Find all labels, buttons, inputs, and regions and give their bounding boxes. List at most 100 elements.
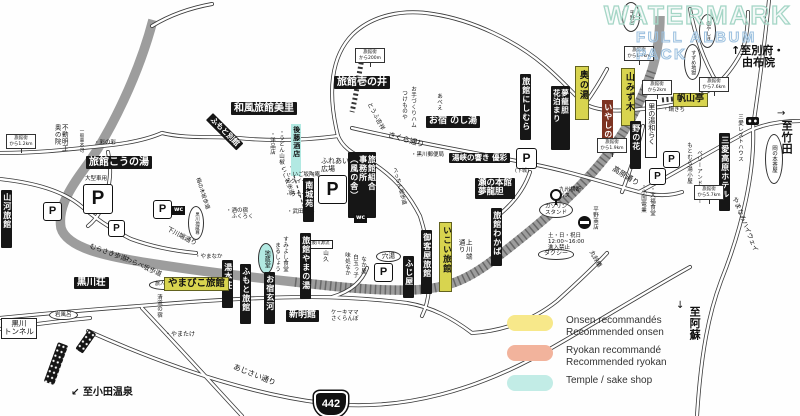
shop-nakaya: なか屋 xyxy=(360,256,367,274)
oval-iwaburo: 岩風呂 xyxy=(49,310,78,321)
shop-yamakyu: 山久 xyxy=(322,250,329,262)
label-ikoi-ryokan: いこい旅館 xyxy=(439,222,453,292)
parking-w1: P xyxy=(43,202,62,221)
note-ippansha-fuka: 一般車不可 xyxy=(78,128,84,153)
street-sakura-dori: さくら通り xyxy=(386,130,426,150)
label-sanga-ryokan: 山河旅館 xyxy=(1,190,12,248)
poi-kurokawa-jizoson: 黒川地蔵尊 xyxy=(188,206,204,240)
shop-yohinten: ・洋品店 xyxy=(269,131,276,155)
shop-takeda-riyo: ・武田理容 xyxy=(287,209,315,215)
parking-w2: P xyxy=(108,220,125,237)
shop-sakenoyado-fukuroku: ・酒の宿 ふくろく xyxy=(226,208,254,221)
map-legend: Onsen recommandés Recommended onsen Ryok… xyxy=(507,315,667,398)
label-okyakuya: 御客屋旅館 xyxy=(421,230,432,294)
shop-hirano-shoten: 平野商店 xyxy=(592,206,599,230)
label-konoyu: 旅館こうの湯 xyxy=(86,156,152,169)
watermark-line1: WATERMARK xyxy=(603,0,792,31)
label-okunoyu: 奥の湯 xyxy=(575,66,589,120)
shop-shiratamakko: 白玉っ子 xyxy=(352,254,359,278)
label-oyado-genka: お宿玄河 xyxy=(264,272,275,324)
poi-ayanoaya: ・彩の彩 xyxy=(94,140,117,146)
legend-swatch-ryokan xyxy=(507,345,553,361)
dir-beppu-yufuin: ↑至別府・ 由布院 xyxy=(731,44,785,70)
stone-steps-1 xyxy=(349,57,365,113)
shop-marusho: まるしょう xyxy=(274,242,281,272)
river-rapids-hatch xyxy=(294,68,657,295)
label-iyashinosato: いやしの里 xyxy=(602,100,613,152)
sign-2km: 旅館街から2km xyxy=(642,80,672,100)
label-yamanoyu: 旅館やまの湯 xyxy=(300,233,311,299)
label-fujiya: ふじ屋 xyxy=(403,256,414,298)
parking-ogata: P xyxy=(83,184,113,214)
legend-ryokan-fr: Ryokan recommandé xyxy=(566,345,662,356)
shop-nabekichi: ・鍋きち xyxy=(663,107,686,113)
label-fumoto-bekkan: ふもと別館 xyxy=(205,113,244,151)
legend-onsen-fr: Onsen recommandés xyxy=(566,315,662,326)
shop-cake-mama-sakuranbo: ケーキママさくらんぼ xyxy=(331,310,359,323)
shop-otezukuri-ham: お手づくりハム xyxy=(410,86,417,128)
shop-udon-sansho: ・うどん山椒 xyxy=(278,129,285,165)
legend-row-onsen: Onsen recommandés Recommended onsen xyxy=(507,315,667,338)
shop-motomura-yugoya: もとむら湯小屋 xyxy=(686,142,693,184)
shop-queen: ・クイーン xyxy=(285,179,313,185)
label-kurokawaso: 黒川荘 xyxy=(74,277,109,290)
icon-bus-stop xyxy=(550,189,562,205)
street-yamanami-highway: やまなみハイウェイ xyxy=(730,195,760,253)
oval-kiyashiki: 樹やしき xyxy=(699,14,716,48)
oval-okanomoto-chaya: 岡の本茶屋 xyxy=(765,134,783,184)
poi-taxi: タクシー xyxy=(538,249,575,260)
parking-anayu: P xyxy=(374,263,393,282)
dir-taketa: 至竹田 xyxy=(780,120,794,155)
label-hozantei: 帆山亭 xyxy=(673,93,709,107)
parking-ne-1: P xyxy=(663,151,680,168)
label-yusai: 湯峡の響き 優彩 xyxy=(449,153,511,164)
watermark-line2: FULL ALBUM PACK xyxy=(636,29,757,64)
label-satonoyu-waraku: 里の湯和らく xyxy=(645,100,657,158)
poi-jizodo: 地蔵堂 xyxy=(258,243,274,274)
shop-yamanaka: ・やまなか xyxy=(195,254,223,260)
legend-row-temple: Temple / sake shop xyxy=(507,375,667,391)
poi-wc-kazenoya: wc xyxy=(354,214,368,223)
dir-aso: 至阿蘇 xyxy=(688,306,702,341)
poi-wc-west: wc xyxy=(172,206,186,215)
label-yamabiko-ryokan: やまびこ旅館 xyxy=(164,277,230,292)
icon-tunnel-1 xyxy=(43,342,69,386)
sign-1-9km: 旅館街から1.9km xyxy=(597,138,627,158)
poi-marusuzu-bashi: 丸鈴橋 xyxy=(587,249,603,269)
shop-abee: あべえ xyxy=(436,93,443,111)
shop-berry-and-berry: ベリーアンドベリー xyxy=(696,150,703,204)
label-nanjoen: 南城苑 xyxy=(303,178,314,222)
shop-sumiyoshi-shokudo: すみよし食堂 xyxy=(282,236,289,272)
sign-1-2km: 旅館街から1.2km xyxy=(6,134,36,154)
label-fumoto-ryokan: ふもと旅館 xyxy=(240,264,251,324)
label-ryokan-kumiai-kazenoya: 旅館組合事務所（風の舎） xyxy=(348,152,377,218)
oval-hiranodai: 平野台 xyxy=(622,2,640,32)
shop-yamatake: ・やまたけ xyxy=(165,331,196,338)
label-ichinoi: 旅館壱の井 xyxy=(334,76,390,89)
label-yumerindo-hanadomari: 夢龍胆花泊まり xyxy=(551,86,570,150)
street-warabezaka: わらべ坂歩道 xyxy=(124,255,164,279)
legend-ryokan-en: Recommended ryokan xyxy=(566,356,667,368)
parking-w3: P xyxy=(153,200,172,219)
oval-suzume-jigoku: すずめ地獄 xyxy=(684,44,701,80)
shop-tofu-kissho: とうふ吉祥 xyxy=(365,101,386,132)
label-misato: 和風旅館美里 xyxy=(231,102,297,115)
label-yamamizuki: 山みず木 xyxy=(621,68,635,126)
label-nonohana: 野の花 xyxy=(630,121,641,169)
legend-onsen-en: Recommended onsen xyxy=(566,326,664,338)
poi-seiryu-no-yado: 清流の宿 xyxy=(156,294,163,318)
parking-shimojo: P xyxy=(516,148,537,169)
icon-no-entry xyxy=(578,216,591,229)
label-kurokawa-tunnel: 黒川トンネル xyxy=(1,318,37,339)
shop-ajidokoro-naka: 味処なか xyxy=(344,252,351,276)
parking-fureai: P xyxy=(318,175,347,204)
label-yume-rindo: 瀬の本館夢龍胆 xyxy=(475,178,516,199)
dir-oda-onsen: ↙ 至小田温泉 xyxy=(71,387,133,398)
street-kamikawabata-dori: 上川端通り xyxy=(457,239,473,260)
poi-goto-saketen: 後藤酒店 xyxy=(291,124,301,176)
poi-sanai-resthouse: 三愛レストハウス xyxy=(737,114,744,162)
legend-swatch-onsen xyxy=(507,315,553,331)
parking-shimojo-note: (下城) xyxy=(515,168,529,174)
